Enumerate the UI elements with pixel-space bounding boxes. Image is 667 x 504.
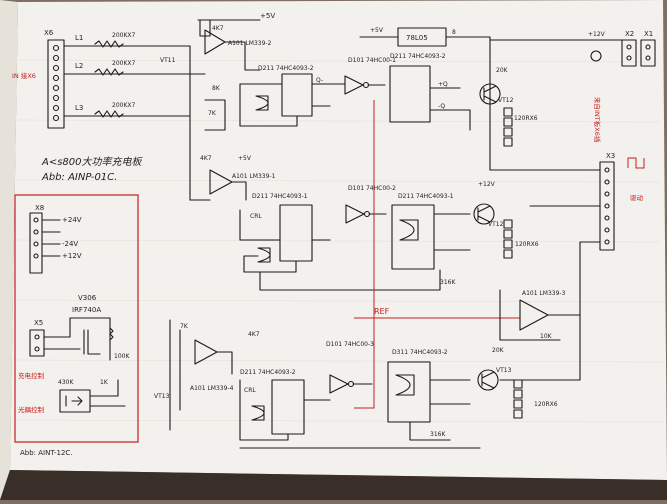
r120-bank-1: [503, 107, 513, 147]
irf-label: IRF740A: [72, 306, 101, 314]
ff-d2-plus: +Q: [438, 81, 448, 88]
vt13-label: VT13: [496, 367, 512, 374]
r316k-2: 316K: [430, 431, 446, 438]
vcc-x2: +12V: [588, 31, 606, 38]
l2-label: L2: [75, 62, 83, 70]
board-subtitle: Abb: AINP-01C.: [41, 172, 117, 183]
r4k7-1: 4K7: [212, 25, 224, 32]
reg-label: 78L05: [406, 34, 428, 42]
vt13-transistor: [477, 369, 499, 391]
table-bottom: [0, 470, 667, 500]
ff-d2-label: D211 74HC4093-2: [390, 53, 446, 60]
stage-2: 4K7 +5V A101 LM339-1 D211 74HC4093-1 CRL…: [189, 155, 539, 291]
note-x5-lbl: 光耦控制: [18, 405, 45, 414]
x8-label: X8: [35, 204, 44, 212]
crl-2: CRL: [244, 387, 256, 394]
l1-label: L1: [75, 34, 83, 42]
input-lines: L1 L2 L3 200KX7 200KX7 200KX7: [63, 32, 206, 201]
ff-d2-minus: -Q: [438, 103, 445, 110]
note-pwm: 驱动: [630, 194, 644, 202]
vcc-mid: +5V: [238, 155, 252, 162]
vt2b-label: VT12: [488, 221, 504, 228]
ref-comparator: REF A101 LM339-3 10K: [354, 289, 581, 341]
x8-connector: X8 +24V -24V +12V: [29, 204, 82, 274]
r4k7-3: 4K7: [248, 331, 260, 338]
x5-r430k: 430K: [58, 379, 74, 386]
nand1-label: D101 74HC00-1: [348, 57, 396, 64]
nand3-label: D101 74HC00-3: [326, 341, 374, 348]
r120-bank-2: [503, 219, 513, 259]
ff-d1-label: D211 74HC4093-1: [398, 193, 454, 200]
l3-label: L3: [75, 104, 83, 112]
power-block-outline: [14, 194, 139, 443]
note-low-batt: 充电控制: [18, 371, 45, 380]
r20k-1: 20K: [496, 67, 509, 74]
x6-connector: X6: [44, 29, 65, 129]
vt12-transistor: [473, 203, 495, 225]
x5-label: X5: [34, 319, 43, 327]
vt3-label: VT13: [154, 393, 170, 400]
vcc-reg: +5V: [370, 27, 384, 34]
stage-1: A101 LM339-2 +5V 4K7 VT11 8K 7K D211 74H…: [160, 12, 538, 171]
comp-d-label: A101 LM339-3: [522, 290, 566, 297]
r7k-2: 7K: [180, 323, 189, 330]
r20k-3: 20K: [492, 347, 505, 354]
v306-label: V306: [78, 294, 97, 302]
x2-x1-connectors: X2 X1 +12V: [489, 30, 656, 67]
red-trace: [354, 100, 375, 409]
q-label-1: Q-: [316, 77, 323, 84]
paper-grid: [11, 59, 663, 423]
r3-label: 200KX7: [112, 102, 135, 109]
r7k-label: 7K: [208, 110, 217, 117]
pwm-waveform: [627, 157, 645, 169]
note-from-x6: IN 接X6: [12, 71, 36, 80]
x5-r1k: 1K: [100, 379, 109, 386]
bottom-board-label: Abb: AINT-12C.: [20, 449, 73, 457]
x8-pin-12v: +12V: [62, 252, 82, 260]
r316k-1: 316K: [440, 279, 456, 286]
r2-label: 200KX7: [112, 60, 135, 67]
x3-label: X3: [606, 152, 615, 160]
r1-label: 200KX7: [112, 32, 135, 39]
note-from-int: 来自INT板X6插: [593, 97, 602, 143]
ff-d3-label: D311 74HC4093-2: [392, 349, 448, 356]
vcc-mid-2: +12V: [478, 181, 496, 188]
vcc-top: +5V: [260, 12, 275, 20]
r10k-label: 10K: [540, 333, 553, 340]
r4k7-2: 4K7: [200, 155, 212, 162]
comp-a-label: A101 LM339-2: [228, 40, 272, 47]
nand2-label: D101 74HC00-2: [348, 185, 396, 192]
board-title: A<s800大功率充电板: [41, 156, 144, 168]
misc-wires: [169, 319, 481, 449]
stage-3: 7K A101 LM339-4 VT13 4K7 D211 74HC4093-2…: [154, 323, 581, 441]
reg-pin-out: 8: [452, 29, 456, 36]
vt11-transistor: [479, 83, 501, 105]
r120-label-2: 120RX6: [515, 241, 539, 248]
x6-label: X6: [44, 29, 54, 37]
x1-label: X1: [644, 30, 653, 38]
vt2-label: VT12: [498, 97, 514, 104]
ff1-label: D211 74HC4093-2: [258, 65, 314, 72]
crl-1: CRL: [250, 213, 262, 220]
ref-label: REF: [374, 307, 390, 316]
x3-connector: X3: [489, 152, 615, 381]
r120-label-1: 120RX6: [514, 115, 538, 122]
x5-block: V306 IRF740A X5 100K 430K 1K: [29, 294, 130, 413]
ff2-label: D211 74HC4093-1: [252, 193, 308, 200]
vt1-label: VT11: [160, 57, 176, 64]
paper-sheet: [10, 0, 667, 480]
paper-edge-left: [0, 0, 18, 500]
comp-c-label: A101 LM339-4: [190, 385, 234, 392]
ff3-label: D211 74HC4093-2: [240, 369, 296, 376]
x8-pin-m24v: -24V: [62, 240, 78, 248]
x2-label: X2: [625, 30, 634, 38]
comp-b-label: A101 LM339-1: [232, 173, 276, 180]
x5-r100k: 100K: [114, 353, 130, 360]
x8-pin-24v: +24V: [62, 216, 82, 224]
r120-label-3: 120RX6: [534, 401, 558, 408]
r8k-label: 8K: [212, 85, 221, 92]
